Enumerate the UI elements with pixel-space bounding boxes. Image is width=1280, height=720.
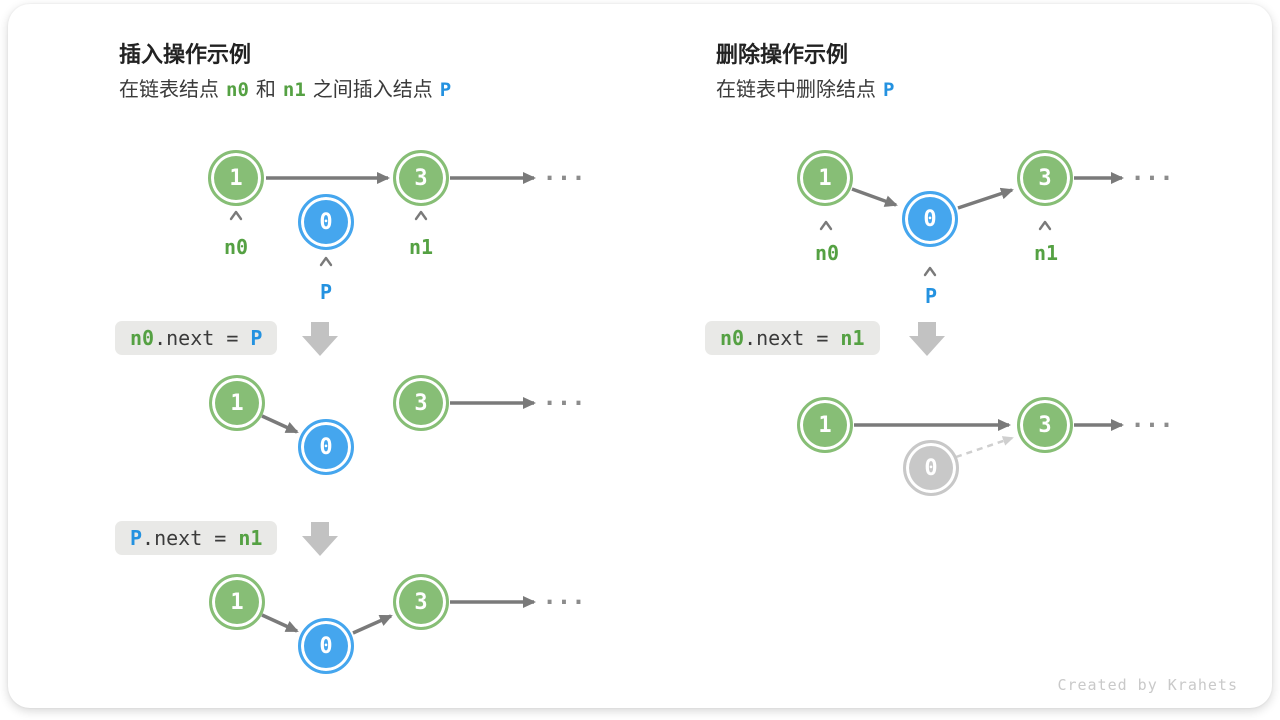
insert-section-title: 插入操作示例	[119, 42, 252, 67]
code-mid: .next =	[744, 326, 841, 350]
delete-section-subtitle: 在链表中删除结点 P	[716, 77, 901, 103]
pointer-label-n0: n0	[223, 235, 249, 259]
ellipsis: ...	[542, 582, 586, 610]
token-n1: n1	[282, 79, 306, 101]
list-node: 1	[797, 397, 853, 453]
ellipsis: ...	[1130, 405, 1174, 433]
list-node-p: 0	[902, 191, 958, 247]
ellipsis: ...	[542, 158, 586, 186]
pointer-label-n0: n0	[814, 241, 840, 265]
ellipsis: ...	[1130, 158, 1174, 186]
code-rhs: n1	[840, 326, 865, 350]
figure-card	[8, 4, 1272, 708]
subtitle-text: 之间插入结点	[312, 79, 433, 101]
pointer-label-p: P	[319, 280, 333, 304]
code-rhs: n1	[238, 526, 263, 550]
list-node: 1	[209, 574, 265, 630]
code-statement: n0.next = n1	[705, 321, 880, 355]
token-n0: n0	[226, 79, 249, 101]
list-node: 3	[393, 375, 449, 431]
list-node: 1	[797, 150, 853, 206]
code-lhs: P	[130, 526, 143, 550]
code-statement: n0.next = P	[115, 321, 278, 355]
subtitle-text: 和	[255, 79, 276, 101]
token-p: P	[883, 79, 895, 101]
pointer-label-p: P	[924, 284, 938, 308]
pointer-label-n1: n1	[1033, 241, 1059, 265]
list-node-p: 0	[298, 194, 354, 250]
subtitle-text: 在链表结点	[119, 79, 219, 101]
token-p: P	[439, 79, 452, 101]
list-node-p: 0	[298, 618, 354, 674]
list-node: 3	[393, 574, 449, 630]
code-mid: .next =	[154, 326, 251, 350]
code-lhs: n0	[130, 326, 155, 350]
pointer-label-n1: n1	[408, 235, 434, 259]
deleted-node-p: 0	[903, 440, 959, 496]
credit-text: Created by Krahets	[1057, 676, 1238, 694]
insert-section-subtitle: 在链表结点 n0 和 n1 之间插入结点 P	[119, 77, 458, 103]
list-node: 3	[1017, 150, 1073, 206]
list-node: 1	[209, 375, 265, 431]
subtitle-text: 在链表中删除结点	[716, 79, 876, 101]
list-node: 3	[393, 150, 449, 206]
list-node: 1	[208, 150, 264, 206]
delete-section-title: 删除操作示例	[716, 42, 849, 67]
list-node-p: 0	[298, 419, 354, 475]
code-statement: P.next = n1	[115, 521, 278, 555]
code-rhs: P	[250, 326, 263, 350]
list-node: 3	[1017, 397, 1073, 453]
ellipsis: ...	[542, 383, 586, 411]
code-lhs: n0	[720, 326, 745, 350]
code-mid: .next =	[142, 526, 239, 550]
